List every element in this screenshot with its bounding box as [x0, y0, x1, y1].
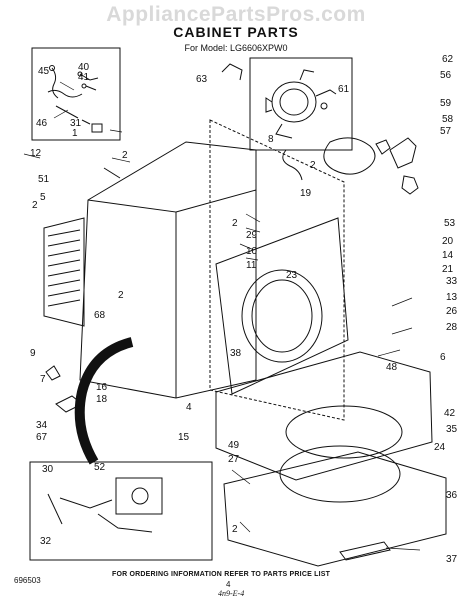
callout-label: 8 — [268, 134, 274, 145]
rear-panel-strip — [339, 541, 391, 561]
callout-label: 32 — [40, 536, 52, 547]
felt-seal — [55, 395, 83, 413]
callout-label: 49 — [228, 440, 240, 451]
mounting-bracket — [221, 63, 243, 81]
handwritten-mark: 4n9-E-4 — [218, 589, 245, 598]
terminal-block-assembly — [47, 477, 163, 533]
callout-label: 24 — [434, 442, 446, 453]
side-panel-left — [43, 217, 85, 327]
heater-bracket — [401, 175, 419, 195]
drive-belt — [323, 137, 376, 175]
callout-label: 58 — [442, 114, 454, 125]
toe-panel — [215, 351, 433, 481]
callout-label: 30 — [42, 464, 54, 475]
callout-label: 57 — [440, 126, 452, 137]
callout-label: 62 — [442, 54, 454, 65]
motor-assembly — [265, 69, 337, 139]
callout-label: 5 — [40, 192, 46, 203]
callout-label: 68 — [94, 310, 106, 321]
callout-label: 42 — [444, 408, 456, 419]
drum-seal-rings — [279, 405, 403, 503]
inset-box-motor — [249, 57, 353, 151]
callout-label: 19 — [300, 188, 312, 199]
callout-label: 61 — [338, 84, 350, 95]
callout-label: 29 — [246, 230, 258, 241]
callout-label: 36 — [446, 490, 458, 501]
callout-label: 2 — [122, 150, 128, 161]
callout-label: 18 — [96, 394, 108, 405]
callout-label: 56 — [440, 70, 452, 81]
idler-arm — [389, 137, 417, 169]
wiring-harness-parts — [47, 65, 103, 133]
callout-label: 2 — [232, 524, 238, 535]
callout-label: 16 — [96, 382, 108, 393]
callout-label: 33 — [446, 276, 458, 287]
callout-label: 34 — [36, 420, 48, 431]
callout-label: 13 — [446, 292, 458, 303]
callout-label: 20 — [442, 236, 454, 247]
callout-label: 2 — [32, 200, 38, 211]
callout-label: 15 — [178, 432, 190, 443]
idler-pulley — [375, 139, 391, 155]
callout-label: 46 — [36, 118, 48, 129]
callout-label: 1 — [72, 128, 78, 139]
callout-label: 12 — [30, 148, 42, 159]
callout-label: 37 — [446, 554, 458, 565]
callout-label: 35 — [446, 424, 458, 435]
callout-label: 2 — [310, 160, 316, 171]
callout-label: 11 — [246, 260, 257, 271]
model-subtitle: For Model: LG6606XPW0 — [184, 43, 288, 53]
callout-label: 4 — [186, 402, 192, 413]
callout-label: 63 — [196, 74, 208, 85]
inset-box-wiring — [31, 47, 121, 141]
callout-label: 41 — [78, 72, 90, 83]
callout-label: 21 — [442, 264, 454, 275]
base-pan — [223, 451, 447, 567]
callout-label: 45 — [38, 66, 50, 77]
diagram-title: CABINET PARTS — [173, 24, 299, 40]
side-panel-right — [209, 119, 345, 421]
callout-label: 2 — [118, 290, 124, 301]
callout-label: 67 — [36, 432, 48, 443]
callout-label: 27 — [228, 454, 240, 465]
callout-label: 31 — [70, 118, 82, 129]
front-panel — [215, 217, 349, 395]
callout-label: 40 — [78, 62, 90, 73]
page-number: 4 — [226, 580, 231, 589]
callout-label: 59 — [440, 98, 452, 109]
callout-label: 48 — [386, 362, 398, 373]
wire-clip — [282, 149, 303, 181]
callout-label: 28 — [446, 322, 458, 333]
callout-label: 51 — [38, 174, 50, 185]
cabinet-shell — [79, 141, 257, 399]
callout-label: 9 — [30, 348, 36, 359]
exhaust-duct — [74, 337, 134, 465]
callout-label: 52 — [94, 462, 106, 473]
callout-label: 7 — [40, 374, 46, 385]
callout-label: 10 — [246, 246, 258, 257]
callout-label: 26 — [446, 306, 458, 317]
watermark-text: AppliancePartsPros.com — [106, 3, 366, 26]
inset-box-terminal — [29, 461, 213, 561]
diagram-code: 696503 — [14, 576, 41, 585]
leader-lines — [23, 81, 421, 551]
callout-label: 53 — [444, 218, 456, 229]
callout-label: 14 — [442, 250, 454, 261]
callout-label: 38 — [230, 348, 242, 359]
callout-label: 6 — [440, 352, 446, 363]
callout-label: 23 — [286, 270, 298, 281]
leveling-leg — [45, 365, 61, 381]
callout-label: 2 — [232, 218, 238, 229]
ordering-note: FOR ORDERING INFORMATION REFER TO PARTS … — [112, 571, 331, 578]
